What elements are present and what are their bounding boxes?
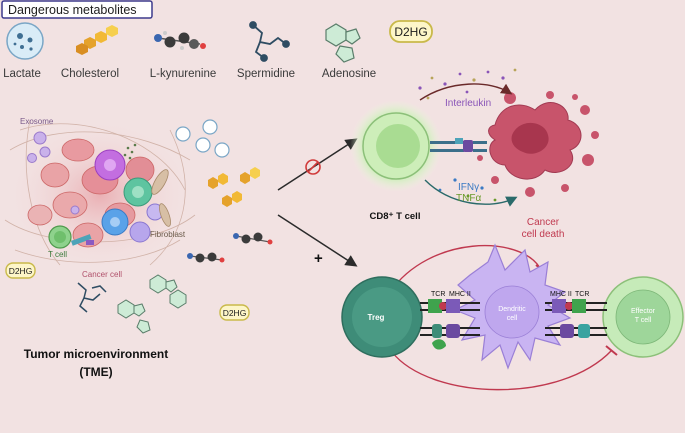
cholesterol-icon	[76, 25, 118, 55]
label-dendritic-line2: cell	[507, 315, 518, 322]
t-cell-in-tme	[48, 225, 94, 249]
cholesterol-particles	[208, 167, 260, 207]
label-treg: Treg	[368, 313, 385, 322]
d2hg-label-bottom: D2HG	[223, 308, 247, 318]
label-t-cell: T cell	[48, 250, 67, 259]
synapse-right	[545, 299, 607, 338]
label-fibroblast: Fibroblast	[150, 230, 186, 239]
label-cancer-death-line2: cell death	[522, 229, 565, 240]
dot-cluster	[123, 143, 137, 160]
metabolite-label-lactate: Lactate	[3, 68, 41, 80]
tme-title-line2: (TME)	[79, 365, 112, 379]
arrow-interleukin	[419, 83, 513, 101]
label-exosome: Exosome	[20, 117, 54, 126]
cytokine-dots	[418, 68, 517, 202]
header-title: Dangerous metabolites	[8, 3, 137, 17]
label-ifn: IFNγ	[458, 182, 479, 193]
label-dendritic-line1: Dendritic	[498, 306, 526, 313]
adenosine-particles	[117, 274, 187, 334]
lactate-particles	[175, 119, 230, 158]
inhibition-symbol	[305, 159, 321, 175]
adenosine-molecule-icon	[325, 23, 361, 63]
label-effector-line1: Effector	[631, 308, 656, 315]
metabolite-label-cholesterol: Cholesterol	[61, 68, 119, 80]
d2hg-label-top: D2HG	[394, 25, 427, 39]
label-tcr-left: TCR	[431, 291, 445, 298]
cd8-receptor-complex	[430, 138, 487, 152]
label-effector-line2: T cell	[635, 317, 652, 324]
label-tcr-right: TCR	[575, 291, 589, 298]
lactate-icon	[6, 22, 44, 60]
tme-title-line1: Tumor microenvironment	[24, 347, 168, 361]
label-cancer-death-line1: Cancer	[527, 217, 560, 228]
d2hg-badge-top: D2HG	[389, 20, 433, 43]
inhibit-bar-bottom	[605, 345, 618, 356]
label-tnf: TNFα	[456, 193, 481, 204]
cd8-t-cell	[350, 100, 442, 192]
label-cd8-t-cell: CD8⁺ T cell	[370, 211, 421, 222]
d2hg-badge-bottom: D2HG	[219, 304, 250, 321]
tumor-mass	[4, 117, 196, 273]
kynurenine-particles	[187, 232, 273, 263]
metabolite-label-kynurenine: L-kynurenine	[150, 68, 216, 80]
exosome-particles	[27, 131, 80, 215]
inhibit-arc-top	[389, 245, 541, 293]
treg-cell: Treg	[341, 276, 423, 358]
arrow-to-cd8	[277, 138, 358, 191]
label-mhc-left: MHC II	[449, 291, 471, 298]
kynurenine-molecule-icon	[154, 31, 206, 50]
inhibit-arc-bottom	[391, 349, 613, 391]
plus-sign: +	[314, 250, 323, 267]
effector-t-cell: Effector T cell	[602, 276, 684, 358]
metabolite-label-adenosine: Adenosine	[322, 68, 376, 80]
spermidine-molecule-icon	[249, 21, 290, 62]
metabolite-label-spermidine: Spermidine	[237, 68, 295, 80]
label-interleukin: Interleukin	[445, 98, 491, 109]
spermidine-particles	[77, 282, 107, 313]
dendritic-cell: Dendritic cell	[453, 243, 572, 370]
arrow-ifn-tnf	[424, 179, 518, 207]
d2hg-label-left: D2HG	[9, 266, 33, 276]
cancer-cell-dying	[477, 91, 599, 197]
arrow-to-treg	[277, 214, 358, 267]
label-cancer-cell: Cancer cell	[82, 270, 122, 279]
label-mhc-right: MHC II	[550, 291, 572, 298]
synapse-left	[420, 299, 480, 350]
d2hg-badge-left: D2HG	[5, 262, 36, 279]
header-box: Dangerous metabolites	[1, 0, 153, 19]
